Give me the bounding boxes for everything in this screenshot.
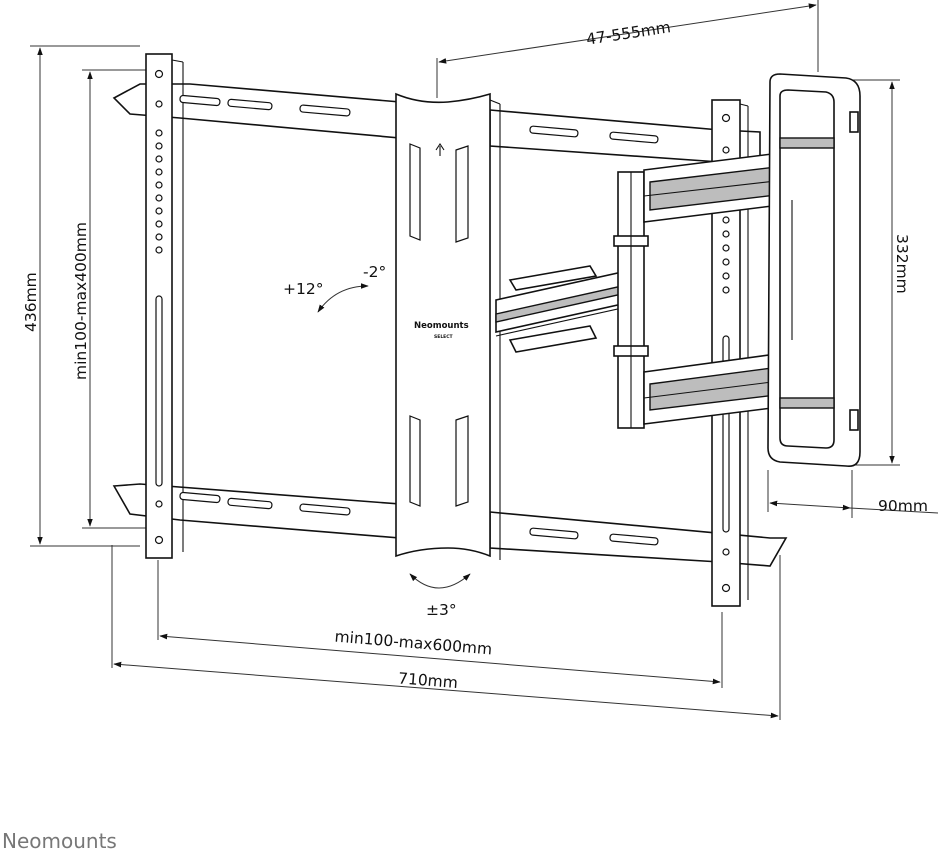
vertical-spacing-label: min100-max400mm — [72, 222, 90, 380]
depth-range-label: 47-555mm — [585, 18, 672, 49]
bracket-brand-label: Neomounts — [414, 321, 469, 331]
rotation-label: ±3° — [426, 601, 457, 619]
articulating-arms — [495, 171, 649, 429]
left-strip-holes — [154, 69, 164, 545]
angle-indicators — [317, 283, 471, 589]
footer-logo: Neomounts — [2, 829, 117, 851]
overall-height-label: 436mm — [22, 272, 40, 332]
vesa-plate — [767, 73, 861, 468]
rail-slots — [179, 94, 659, 546]
bracket-line-label: SELECT — [434, 334, 454, 340]
tilt-up-label: +12° — [283, 280, 323, 298]
tilt-down-label: -2° — [363, 263, 386, 281]
horizontal-spacing-label: min100-max600mm — [334, 628, 493, 659]
center-bracket: Neomounts SELECT — [395, 92, 501, 560]
plate-depth-label: 90mm — [878, 497, 928, 515]
overall-width-label: 710mm — [397, 669, 458, 692]
dimension-lines — [30, 0, 938, 720]
plate-height-label: 332mm — [893, 234, 911, 294]
